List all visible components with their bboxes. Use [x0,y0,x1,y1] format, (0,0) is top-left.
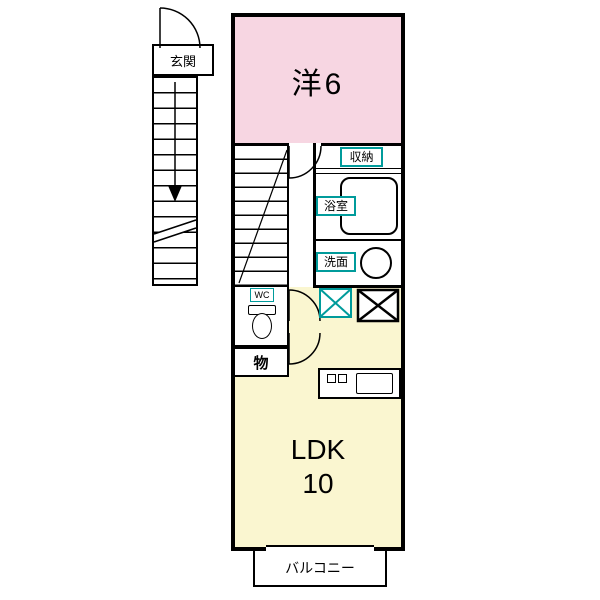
stair-direction-arrow [167,82,183,202]
stove-burner-right [338,374,347,383]
kitchen-sink [356,373,393,394]
bath-label: 浴室 [323,199,348,213]
balcony-label: バルコニー [285,560,355,576]
washbasin-circle [360,247,392,279]
stove-burner-left [327,374,336,383]
closet-label: 収納 [349,150,374,164]
ldk-label-line2: 10 [302,468,334,499]
entrance-door-arc [159,7,201,49]
hall-door-arc [288,332,321,365]
storage-label: 物 [253,354,269,372]
western-room-label: 洋6 [235,60,401,110]
ldk-label-line1: LDK [290,434,346,465]
storage-room: 物 [235,347,289,377]
wall-western-bottom-right [321,143,401,146]
western-room-label-text: 洋6 [291,68,345,101]
closet-label-box: 収納 [340,147,383,167]
wall-bath-bottom [316,239,401,241]
wc-door-arc [288,289,321,322]
toilet-bowl [252,313,272,339]
ldk-room-label: LDK 10 [235,430,401,504]
interior-stair-slope [238,149,288,284]
wall-western-bottom-left [235,143,289,146]
appliance-box [356,288,400,323]
washroom-label-box: 洗面 [316,252,356,272]
stair-break-mark [153,219,197,243]
ldk-fill-lower [235,377,401,547]
western-room-fill [235,17,401,143]
entrance-label: 玄関 [169,53,196,69]
washing-machine-box [319,288,352,318]
entrance-box: 玄関 [152,44,214,76]
wc-label-box: WC [250,288,274,302]
western-room-door-arc [288,145,322,179]
wc-label: WC [254,289,270,300]
bath-label-box: 浴室 [316,196,356,216]
washroom-label: 洗面 [323,255,348,269]
wall-washroom-bottom [313,285,401,288]
wall-vertical-center [313,143,316,288]
balcony: バルコニー [253,551,387,587]
closet-door-lines [316,168,401,174]
